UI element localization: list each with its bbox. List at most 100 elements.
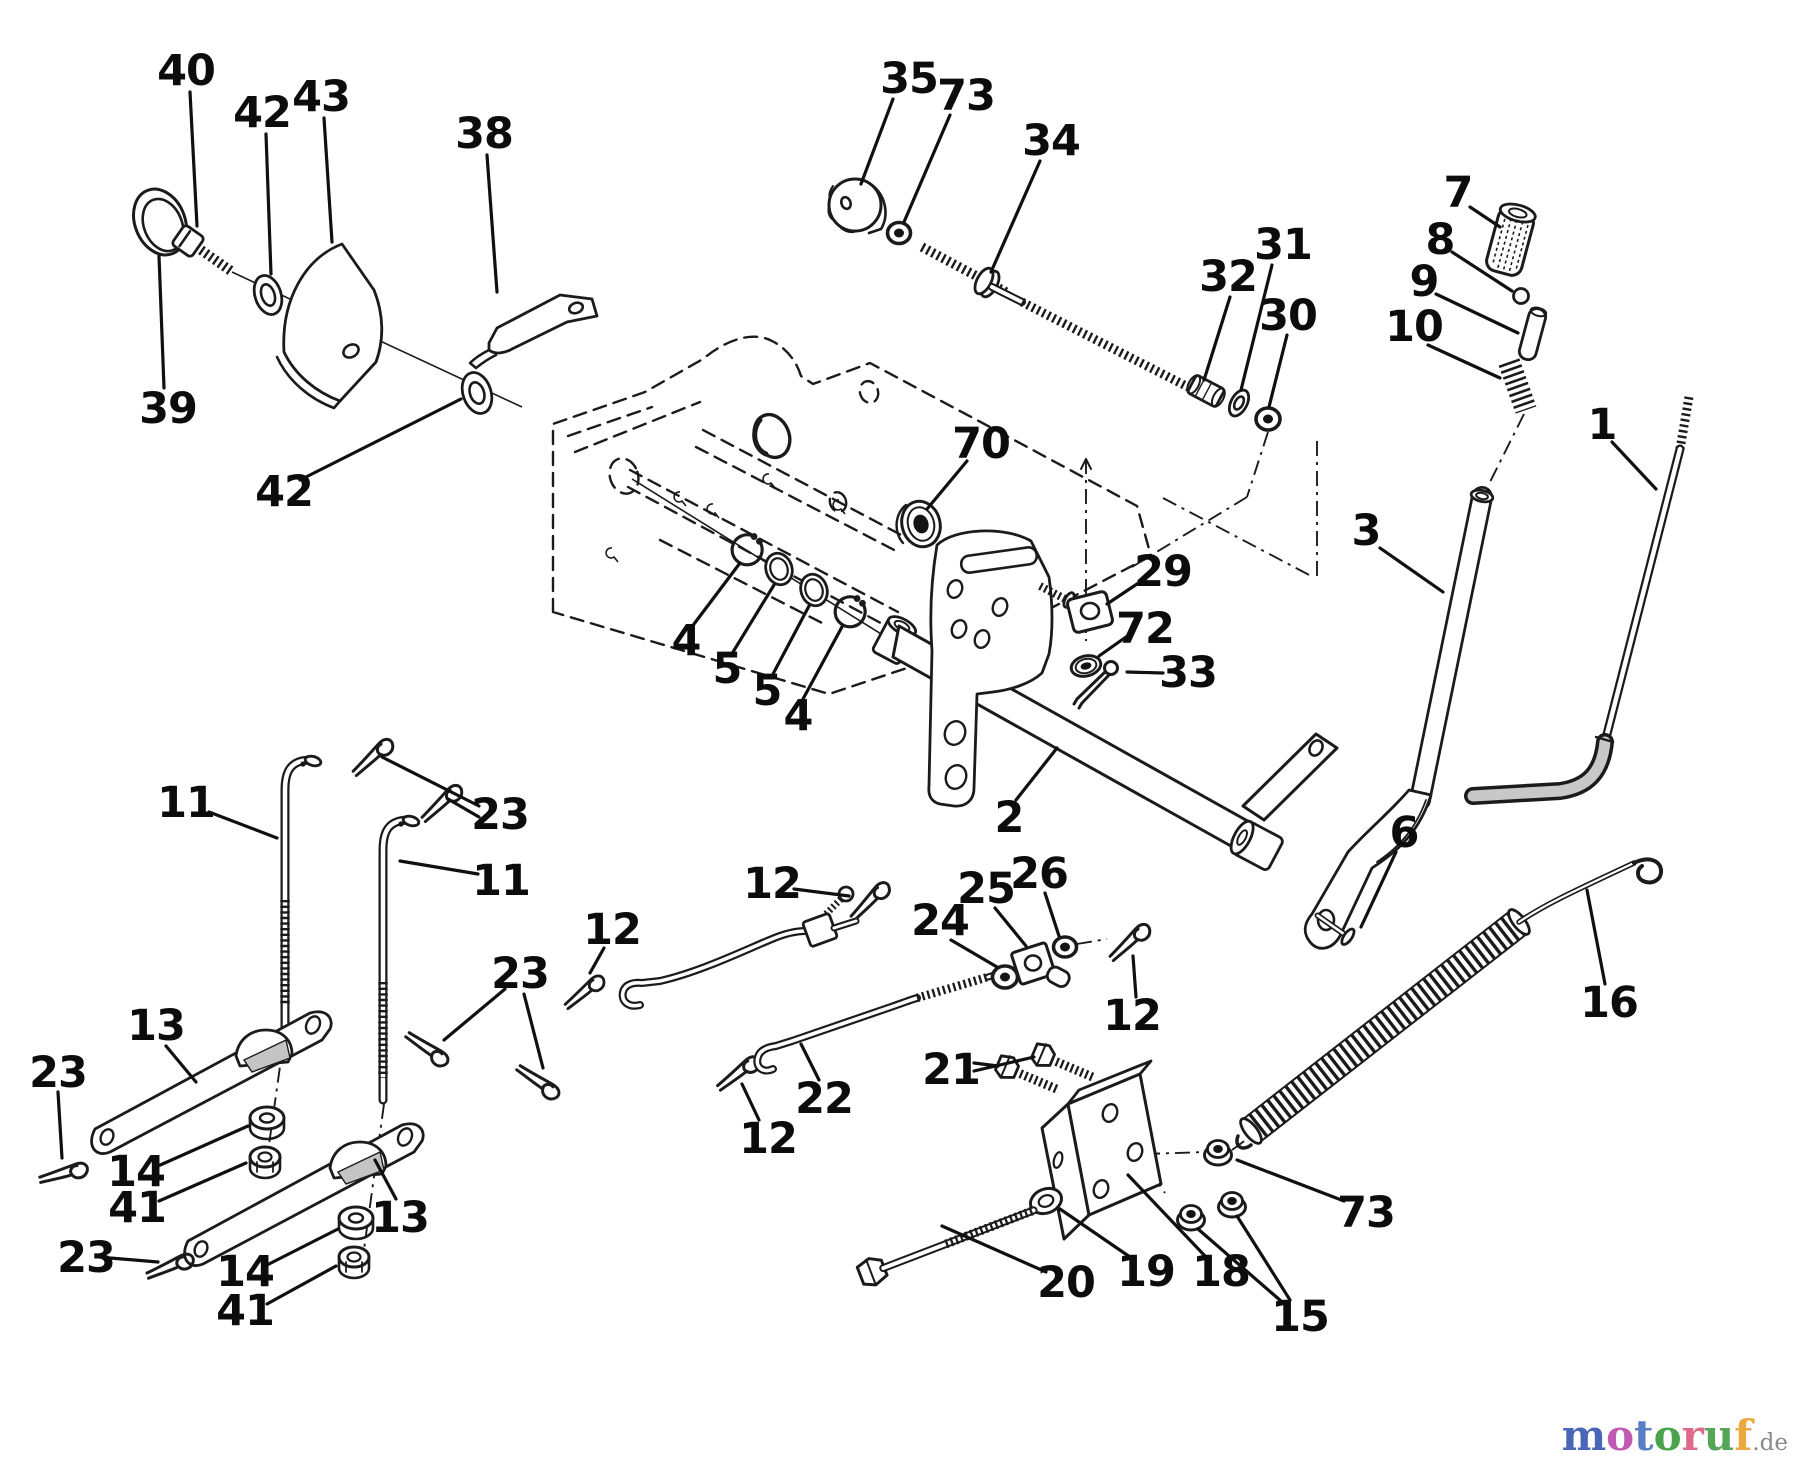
part-23-clip-b [420,783,464,824]
part-callout-40: 40 [157,46,215,96]
part-33-cotter-pin [1072,660,1119,710]
part-30-nut [1254,406,1282,432]
part-38-clip [468,293,599,370]
part-callout-8: 8 [1426,215,1455,265]
part-callout-5b: 5 [753,666,782,716]
logo-letter: o [1653,1411,1682,1460]
part-callout-2: 2 [995,793,1024,843]
part-callout-32: 32 [1199,252,1257,302]
part-23-clip-e [38,1161,89,1184]
part-callout-30: 30 [1259,291,1317,341]
part-21-bolt-2 [1030,1042,1097,1083]
leader-line-43 [322,116,334,244]
part-callout-23b: 23 [491,949,549,999]
leader-line-4b [801,623,845,701]
leader-line-25 [993,906,1028,948]
part-callout-25: 25 [957,864,1015,914]
logo-letter: o [1606,1411,1635,1460]
part-callout-35: 35 [880,54,938,104]
leader-line-1 [1610,440,1658,491]
leader-line-73a [902,113,952,224]
part-4-eclip-2 [833,595,867,629]
part-73-nut-upper [885,220,913,246]
leader-line-33 [1125,670,1165,675]
logo-letter: r [1681,1411,1704,1460]
part-callout-14a: 14 [107,1147,165,1197]
leader-line-14a [156,1124,250,1168]
part-40-bolt [171,224,234,276]
part-18-bracket [1040,1059,1163,1241]
part-callout-73a: 73 [937,71,995,121]
leader-line-40 [188,90,199,228]
shaft-end-boss [1229,819,1284,871]
part-callout-11b: 11 [472,856,530,906]
leader-line-16 [1585,888,1607,986]
part-21-bolt-1 [994,1054,1061,1095]
part-callout-23a: 23 [471,790,529,840]
leader-line-29 [1105,578,1145,606]
part-8-ball [1512,287,1530,305]
part-11-jbolt-1 [280,754,323,1037]
part-35-knob [827,177,887,235]
part-12-clip-a [849,881,891,922]
part-callout-70: 70 [952,419,1010,469]
part-callout-7: 7 [1444,168,1473,218]
part-72-washer [1069,654,1103,678]
logo-letter: t [1634,1411,1654,1460]
leader-line-35 [859,97,895,186]
part-43-plate [275,242,384,410]
part-callout-14b: 14 [216,1247,274,1297]
part-callout-6: 6 [1390,808,1419,858]
leader-line-18 [1126,1173,1207,1258]
part-5-washer-2 [799,572,829,608]
part-callout-24: 24 [911,896,969,946]
part-2-lift-shaft [631,478,1339,871]
part-callout-4a: 4 [672,616,701,666]
deck-fastener-glyphs [605,473,846,563]
part-25-trunnion [1010,941,1071,988]
part-70-grommet [895,499,942,549]
part-41-nut-1 [248,1145,282,1180]
part-13-lift-arm-2 [183,1122,425,1267]
leader-line-19 [1058,1207,1132,1259]
part-callout-33: 33 [1159,648,1217,698]
leader-line-41b [265,1264,338,1306]
leader-line-23d [108,1256,160,1264]
motoruf-watermark-link[interactable]: motoruf.de [1562,1415,1788,1457]
leader-line-34 [989,159,1042,274]
part-42-washer-upper [252,274,284,316]
leader-line-10 [1426,343,1502,380]
part-73-nut-lower [1203,1139,1233,1167]
part-23-clip-d [515,1064,561,1101]
leader-line-11b [398,859,480,876]
part-callout-21: 21 [922,1045,980,1095]
leader-line-13a [164,1044,198,1084]
leader-line-4a [692,561,742,626]
leader-line-12c [740,1082,761,1122]
part-callout-18: 18 [1192,1247,1250,1297]
part-callout-10: 10 [1385,302,1443,352]
part-24-nut [990,964,1020,990]
leader-line-7 [1468,205,1502,229]
part-callout-4b: 4 [784,691,813,741]
leader-line-23c [56,1090,64,1160]
logo-letter: f [1734,1411,1753,1460]
part-23-clip-c [404,1031,450,1068]
part-14-washer-2 [337,1205,375,1241]
part-callout-23c: 23 [29,1048,87,1098]
part-9-spacer [1517,306,1548,362]
centerlines [265,413,1525,1265]
leader-line-42b [298,397,463,482]
leader-line-9 [1434,292,1520,335]
leader-line-24 [949,938,999,969]
part-callout-41a: 41 [108,1183,166,1233]
part-1-handle-rod [1464,396,1694,805]
part-15-nut-2 [1217,1191,1247,1219]
part-callout-12d: 12 [583,905,641,955]
part-callout-20: 20 [1037,1258,1095,1308]
part-32-trunnion [1186,374,1226,408]
leader-line-72 [1097,635,1128,658]
part-callout-1: 1 [1588,400,1617,450]
part-callout-26: 26 [1010,849,1068,899]
leader-line-11a [207,810,279,840]
